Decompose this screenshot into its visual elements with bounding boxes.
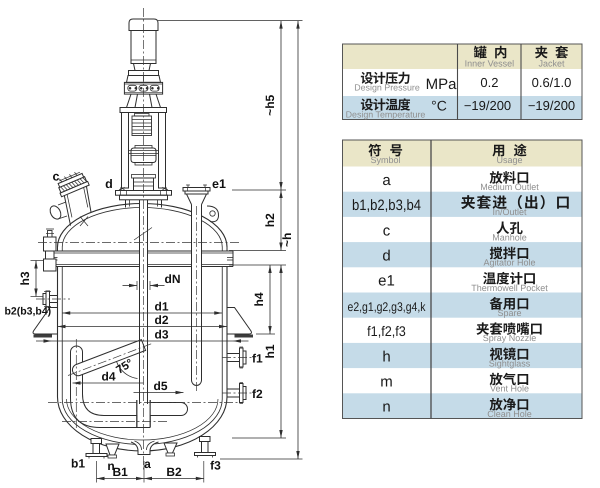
svg-text:Medium Outlet: Medium Outlet xyxy=(480,182,539,192)
svg-text:Inner Vessel: Inner Vessel xyxy=(465,58,515,68)
svg-text:f1: f1 xyxy=(252,352,263,366)
svg-text:d1: d1 xyxy=(154,300,168,314)
svg-text:Sightglass: Sightglass xyxy=(489,358,531,368)
svg-text:°C: °C xyxy=(431,98,447,114)
svg-text:h2: h2 xyxy=(263,213,277,227)
svg-text:~h5: ~h5 xyxy=(263,94,277,115)
svg-text:d3: d3 xyxy=(154,328,168,342)
svg-text:f2: f2 xyxy=(252,387,263,401)
svg-text:b2(b3,b4): b2(b3,b4) xyxy=(5,306,52,318)
svg-text:Agitator Hole: Agitator Hole xyxy=(483,258,535,268)
svg-text:h: h xyxy=(382,348,390,365)
svg-text:c: c xyxy=(53,170,60,184)
svg-text:In/Outlet: In/Outlet xyxy=(492,207,527,217)
svg-text:Vent Hole: Vent Hole xyxy=(490,384,529,394)
svg-text:Design Temperature: Design Temperature xyxy=(346,109,426,119)
svg-text:0.2: 0.2 xyxy=(480,75,498,90)
svg-text:d: d xyxy=(382,248,390,265)
svg-text:c: c xyxy=(383,222,391,239)
svg-text:h1: h1 xyxy=(263,344,277,358)
svg-text:−19/200: −19/200 xyxy=(528,98,575,113)
svg-text:b1: b1 xyxy=(71,457,85,471)
svg-text:Spray Nozzle: Spray Nozzle xyxy=(483,333,537,343)
svg-text:B1: B1 xyxy=(113,465,129,479)
svg-text:dN: dN xyxy=(165,272,181,286)
svg-text:Thermowell Pocket: Thermowell Pocket xyxy=(471,283,548,293)
svg-text:m: m xyxy=(380,374,393,391)
svg-text:n: n xyxy=(382,399,390,416)
svg-text:d: d xyxy=(105,177,113,191)
svg-text:b1,b2,b3,b4: b1,b2,b3,b4 xyxy=(352,197,421,214)
svg-text:h3: h3 xyxy=(18,271,32,285)
svg-text:Spare: Spare xyxy=(497,308,521,318)
svg-text:B2: B2 xyxy=(166,465,182,479)
svg-text:f1,f2,f3: f1,f2,f3 xyxy=(367,323,406,339)
svg-text:−19/200: −19/200 xyxy=(464,98,511,113)
svg-text:MPa: MPa xyxy=(426,76,458,93)
svg-text:h4: h4 xyxy=(252,292,266,306)
svg-text:n: n xyxy=(107,459,114,473)
svg-text:Clean Hole: Clean Hole xyxy=(487,409,532,419)
svg-text:e2,g1,g2,g3,g4,k: e2,g1,g2,g3,g4,k xyxy=(348,300,427,314)
svg-text:Symbol: Symbol xyxy=(370,155,400,165)
svg-text:e1: e1 xyxy=(378,273,395,290)
svg-text:a: a xyxy=(382,172,391,189)
svg-text:Manhole: Manhole xyxy=(492,232,527,242)
svg-text:0.6/1.0: 0.6/1.0 xyxy=(532,75,572,90)
svg-text:e1: e1 xyxy=(212,177,226,191)
svg-text:d4: d4 xyxy=(101,370,115,384)
svg-text:a: a xyxy=(144,457,151,471)
svg-text:~h: ~h xyxy=(280,233,294,247)
svg-text:d5: d5 xyxy=(153,379,167,393)
svg-text:f3: f3 xyxy=(210,459,221,473)
svg-text:d2: d2 xyxy=(154,313,168,327)
svg-text:Usage: Usage xyxy=(496,155,522,165)
svg-text:Design Pressure: Design Pressure xyxy=(354,83,420,93)
svg-text:Jacket: Jacket xyxy=(538,58,565,68)
